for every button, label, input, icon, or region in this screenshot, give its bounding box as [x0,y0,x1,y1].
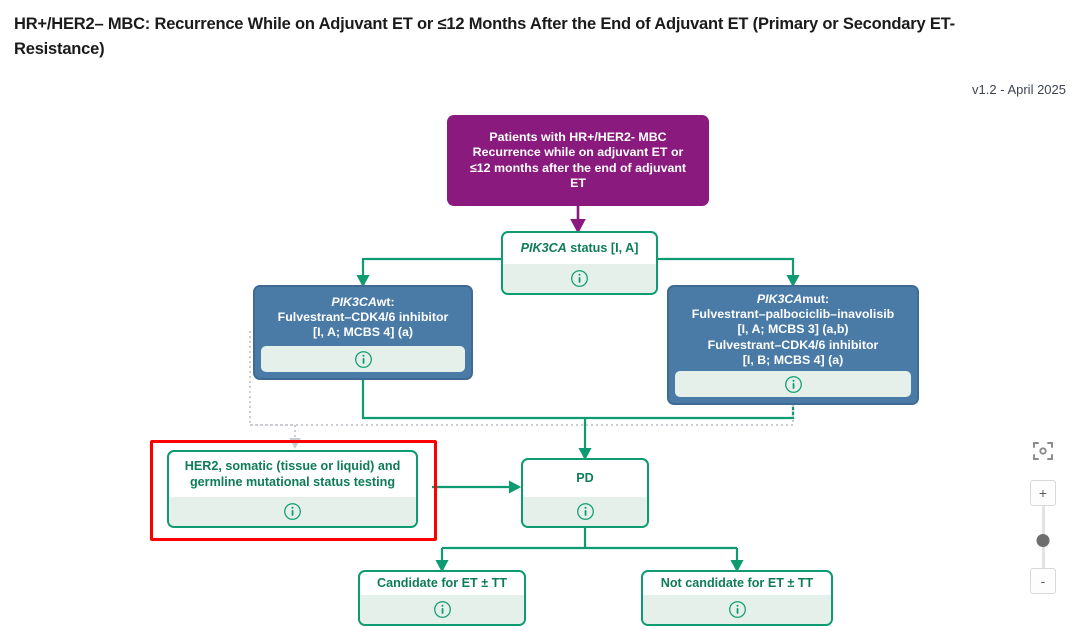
node-pik3ca-mut-text: PIK3CAmut: Fulvestrant–palbociclib–inavo… [675,292,911,368]
page-title: HR+/HER2– MBC: Recurrence While on Adjuv… [14,15,955,58]
node-candidate-et-tt[interactable]: Candidate for ET ± TT [358,570,526,626]
pik3ca-status-gene: PIK3CA [520,240,567,255]
node-not-candidate-et-tt[interactable]: Not candidate for ET ± TT [641,570,833,626]
node-pik3ca-mut-info-bar[interactable] [675,371,911,397]
node-pik3ca-status[interactable]: PIK3CA status [I, A] [501,231,658,295]
node-pd-text: PD [576,470,594,485]
zoom-slider-handle[interactable] [1036,534,1050,547]
node-her2-testing-text: HER2, somatic (tissue or liquid) and ger… [169,452,416,497]
node-her2-testing-info-bar[interactable] [169,497,416,526]
fit-view-button[interactable] [1032,440,1054,462]
pik3ca-wt-line-2: Fulvestrant–CDK4/6 inhibitor [277,309,449,324]
pik3ca-status-rest: status [I, A] [566,240,639,255]
pik3ca-mut-line-4: Fulvestrant–CDK4/6 inhibitor [707,337,879,352]
node-pd-info-bar[interactable] [523,497,647,526]
info-icon[interactable] [728,600,747,619]
node-candidate-et-tt-text: Candidate for ET ± TT [376,575,508,590]
info-icon[interactable] [283,502,302,521]
pik3ca-mut-line-5: [I, B; MCBS 4] (a) [742,352,844,367]
node-pik3ca-wt-text: PIK3CAwt: Fulvestrant–CDK4/6 inhibitor [… [261,292,465,343]
pik3ca-wt-line-3: [I, A; MCBS 4] (a) [312,325,414,340]
zoom-controls: + - [1028,440,1058,594]
node-her2-testing[interactable]: HER2, somatic (tissue or liquid) and ger… [167,450,418,528]
her2-line-1: HER2, somatic (tissue or liquid) and [184,459,401,473]
node-pik3ca-status-text: PIK3CA status [I, A] [503,233,656,264]
node-patients-root-text: Patients with HR+/HER2- MBC Recurrence w… [470,130,686,192]
pik3ca-mut-line-2: Fulvestrant–palbociclib–inavolisib [691,307,895,322]
pik3ca-wt-gene-suffix: wt: [376,294,395,309]
zoom-in-button[interactable]: + [1030,480,1056,506]
info-icon[interactable] [570,269,589,288]
zoom-slider[interactable] [1036,506,1050,568]
node-patients-root[interactable]: Patients with HR+/HER2- MBC Recurrence w… [447,115,709,206]
root-line-1: Patients with HR+/HER2- MBC [489,129,667,144]
pik3ca-mut-line-3: [I, A; MCBS 3] (a,b) [737,322,849,337]
node-pd[interactable]: PD [521,458,649,528]
node-pik3ca-wt[interactable]: PIK3CAwt: Fulvestrant–CDK4/6 inhibitor [… [253,285,473,380]
node-candidate-et-tt-info-bar[interactable] [360,595,524,624]
node-pik3ca-mut[interactable]: PIK3CAmut: Fulvestrant–palbociclib–inavo… [667,285,919,405]
version-label: v1.2 - April 2025 [972,82,1066,97]
root-line-3: ≤12 months after the end of adjuvant [469,160,687,175]
zoom-out-button[interactable]: - [1030,568,1056,594]
pik3ca-mut-gene: PIK3CA [756,292,803,306]
node-not-candidate-et-tt-info-bar[interactable] [643,595,831,624]
info-icon[interactable] [576,502,595,521]
root-line-4: ET [570,176,586,190]
root-line-2: Recurrence while on adjuvant ET or [472,145,684,159]
node-not-candidate-et-tt-text: Not candidate for ET ± TT [660,575,814,590]
pik3ca-mut-gene-suffix: mut: [802,292,830,306]
node-pik3ca-wt-info-bar[interactable] [261,346,465,372]
info-icon[interactable] [784,375,803,394]
pik3ca-wt-gene: PIK3CA [331,294,377,309]
her2-line-2: germline mutational status testing [189,474,396,489]
info-icon[interactable] [433,600,452,619]
node-pik3ca-status-info-bar[interactable] [503,264,656,293]
fit-view-icon [1033,442,1053,460]
info-icon[interactable] [354,350,373,369]
